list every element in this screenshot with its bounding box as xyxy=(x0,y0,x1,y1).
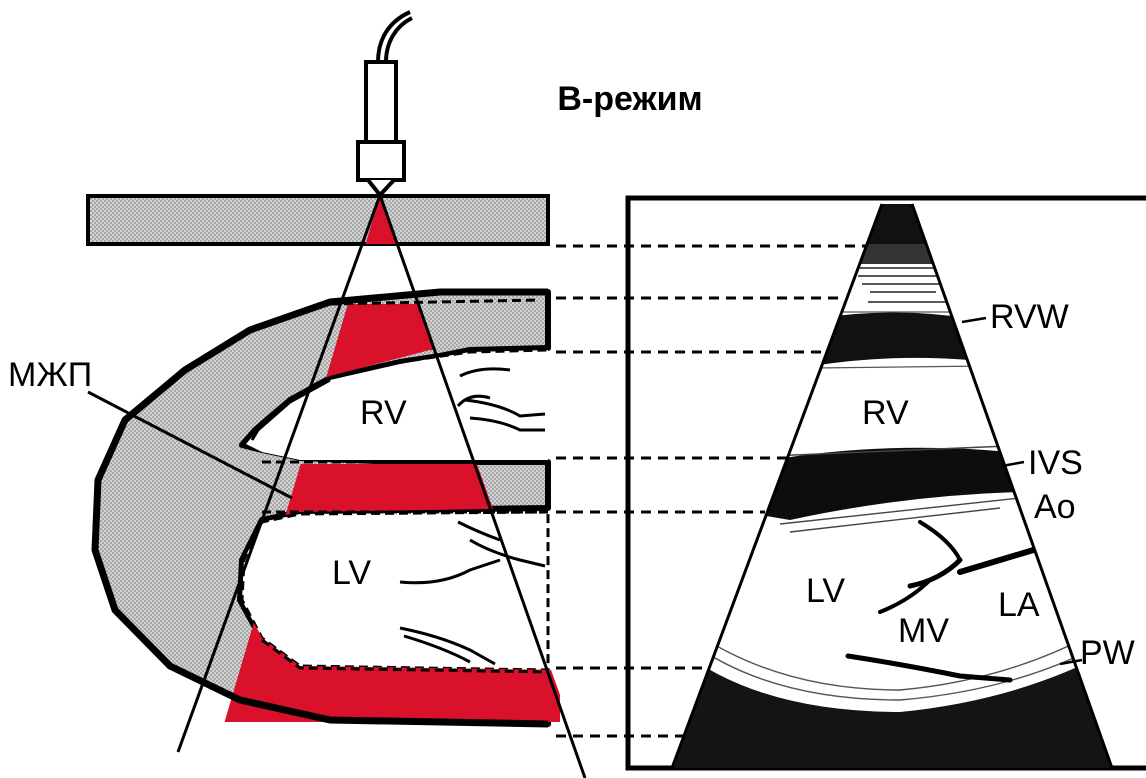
label-septum: МЖП xyxy=(8,356,92,394)
b-mode-echo-image: RVW RV IVS Ao LV MV LA PW xyxy=(628,198,1146,768)
chest-wall xyxy=(88,196,548,244)
label-ao: Ao xyxy=(1034,488,1076,526)
label-left-lv: LV xyxy=(332,554,371,592)
diagram-title: В-режим xyxy=(557,80,702,118)
label-ivs: IVS xyxy=(1028,444,1083,482)
label-la: LA xyxy=(998,586,1040,624)
label-right-rv: RV xyxy=(862,394,909,432)
label-right-lv: LV xyxy=(806,572,845,610)
lv-cavity xyxy=(242,512,548,670)
septum-echo xyxy=(755,448,1018,520)
label-mv: MV xyxy=(898,612,949,650)
ultrasound-probe-icon xyxy=(358,12,412,195)
left-heart-schematic: МЖП RV LV xyxy=(0,0,585,778)
label-pw: PW xyxy=(1080,634,1135,672)
posterior-wall-echo xyxy=(672,650,1112,768)
label-left-rv: RV xyxy=(360,394,407,432)
label-rvw: RVW xyxy=(990,298,1069,336)
